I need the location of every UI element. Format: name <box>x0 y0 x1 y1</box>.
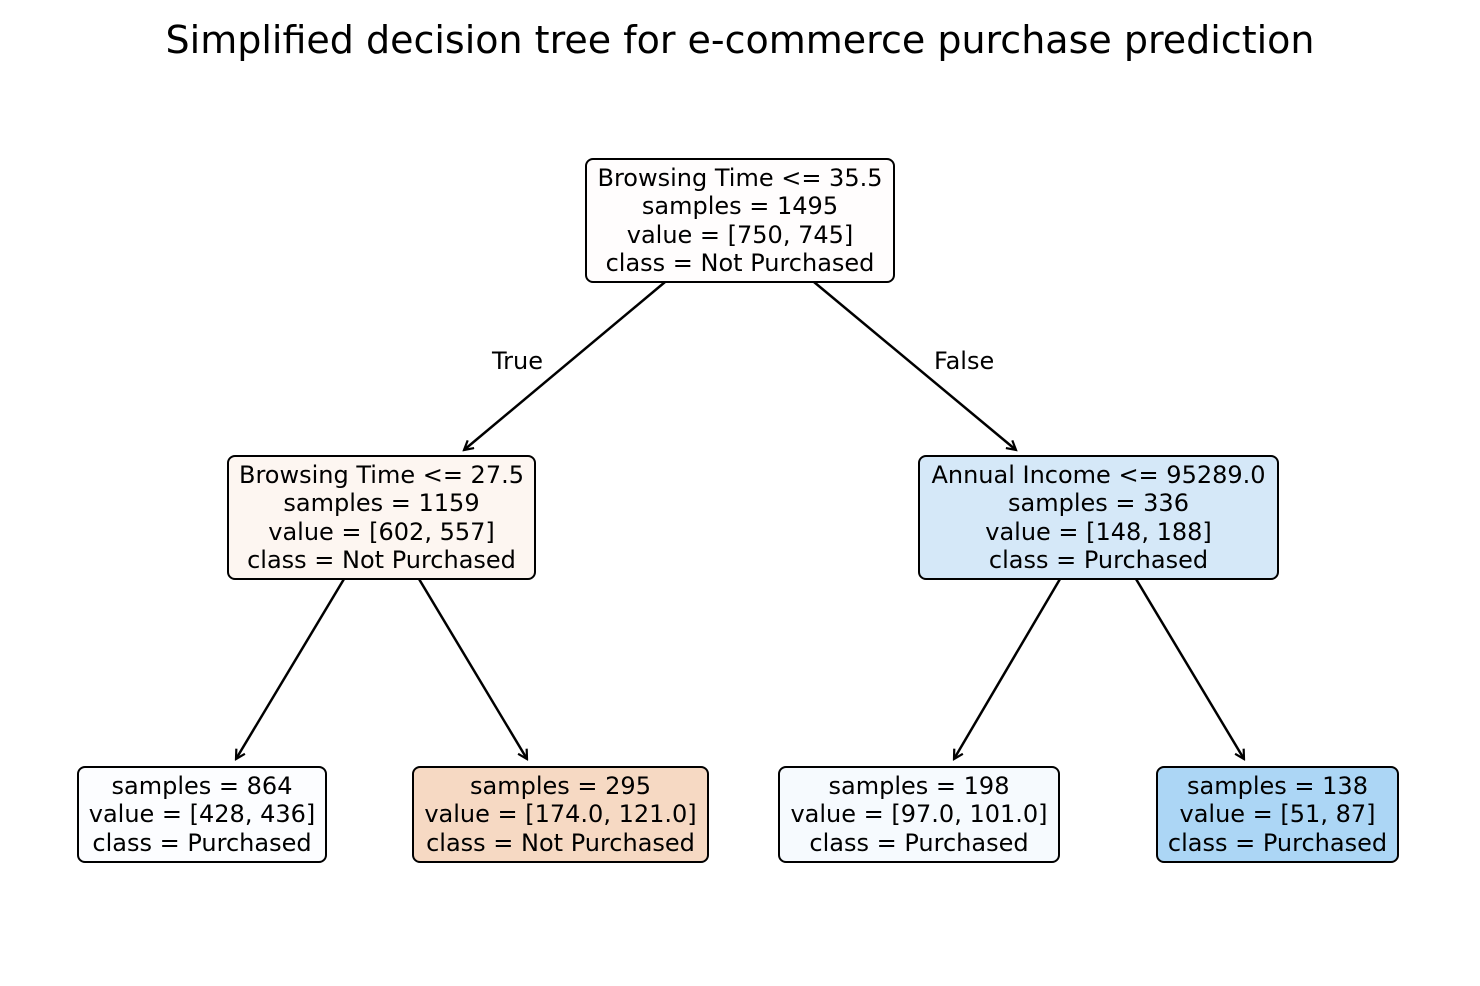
node-condition: Annual Income <= 95289.0 <box>931 460 1266 489</box>
edge-label-false: False <box>934 347 995 375</box>
node-condition: Browsing Time <= 35.5 <box>597 163 883 192</box>
node-class: class = Not Purchased <box>426 828 695 857</box>
node-value: value = [428, 436] <box>88 800 316 829</box>
leaf-node-rr: samples = 138 value = [51, 87] class = P… <box>1156 766 1399 863</box>
node-samples: samples = 1159 <box>283 489 480 518</box>
edge-left-lr <box>417 578 527 759</box>
node-samples: samples = 295 <box>470 772 651 801</box>
node-value: value = [148, 188] <box>985 517 1212 546</box>
node-samples: samples = 864 <box>111 772 293 801</box>
node-samples: samples = 198 <box>828 772 1010 801</box>
edge-root-left <box>464 281 666 450</box>
node-root: Browsing Time <= 35.5 samples = 1495 val… <box>585 158 895 283</box>
node-samples: samples = 336 <box>1008 489 1189 518</box>
edge-root-right <box>813 281 1016 450</box>
node-class: class = Purchased <box>988 545 1209 574</box>
node-class: class = Purchased <box>809 828 1029 857</box>
edge-right-rr <box>1134 578 1244 759</box>
node-condition: Browsing Time <= 27.5 <box>238 460 524 489</box>
node-value: value = [602, 557] <box>268 517 495 546</box>
diagram-title: Simplified decision tree for e-commerce … <box>165 18 1315 62</box>
leaf-node-lr: samples = 295 value = [174.0, 121.0] cla… <box>412 766 709 863</box>
node-right: Annual Income <= 95289.0 samples = 336 v… <box>918 455 1279 580</box>
edge-right-rl <box>954 578 1062 759</box>
node-value: value = [51, 87] <box>1179 800 1376 829</box>
node-class: class = Not Purchased <box>605 248 875 277</box>
node-value: value = [750, 745] <box>626 220 854 249</box>
node-class: class = Not Purchased <box>247 545 516 574</box>
node-left: Browsing Time <= 27.5 samples = 1159 val… <box>227 455 536 580</box>
node-samples: samples = 1495 <box>641 192 839 221</box>
node-class: class = Purchased <box>1167 828 1388 857</box>
leaf-node-ll: samples = 864 value = [428, 436] class =… <box>77 766 327 863</box>
node-samples: samples = 138 <box>1187 772 1368 801</box>
edge-left-ll <box>236 578 346 759</box>
node-value: value = [97.0, 101.0] <box>790 800 1048 829</box>
node-class: class = Purchased <box>92 828 312 857</box>
node-value: value = [174.0, 121.0] <box>424 800 697 829</box>
edge-label-true: True <box>492 347 543 375</box>
leaf-node-rl: samples = 198 value = [97.0, 101.0] clas… <box>778 766 1060 863</box>
